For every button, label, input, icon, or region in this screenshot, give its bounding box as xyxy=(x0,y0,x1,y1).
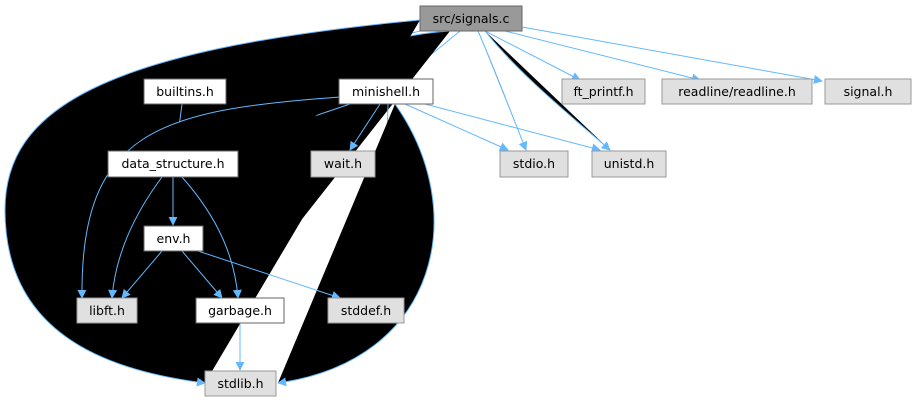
node-label: stdlib.h xyxy=(217,376,263,391)
node-label: stdio.h xyxy=(513,156,555,171)
node-label: data_structure.h xyxy=(121,156,224,171)
node-stddef-h: stddef.h xyxy=(327,297,405,324)
node-label: env.h xyxy=(157,231,191,246)
node-unistd-h: unistd.h xyxy=(591,150,667,178)
node-minishell-h[interactable]: minishell.h xyxy=(338,78,434,105)
node-label: garbage.h xyxy=(208,303,272,318)
node-src-signals-c[interactable]: src/signals.c xyxy=(419,5,523,32)
edge-env-to-garbage xyxy=(181,250,223,299)
node-readline-readline-h: readline/readline.h xyxy=(661,78,813,105)
edge-signals-to-ft-printf xyxy=(484,30,581,81)
node-ft-printf-h: ft_printf.h xyxy=(561,78,646,105)
node-label: builtins.h xyxy=(156,84,214,99)
edge-minishell-to-wait xyxy=(349,103,381,151)
node-label: unistd.h xyxy=(604,156,655,171)
node-label: libft.h xyxy=(89,303,125,318)
node-builtins-h[interactable]: builtins.h xyxy=(143,78,227,105)
edge-env-to-libft xyxy=(121,250,163,299)
node-stdlib-h: stdlib.h xyxy=(204,370,277,397)
edge-signals-to-stdio xyxy=(477,30,528,151)
edge-data-structure-to-garbage xyxy=(181,176,242,299)
node-signal-h: signal.h xyxy=(824,78,912,105)
node-label: stddef.h xyxy=(341,303,391,318)
edge-data-structure-to-libft xyxy=(108,176,163,299)
node-label: ft_printf.h xyxy=(573,84,633,99)
node-label: readline/readline.h xyxy=(678,84,796,99)
edge-signals-to-readline xyxy=(504,30,701,83)
edge-minishell-to-stdio xyxy=(404,103,509,151)
node-stdio-h: stdio.h xyxy=(499,150,569,178)
node-wait-h: wait.h xyxy=(310,150,376,178)
edge-minishell-to-unistd xyxy=(424,103,601,153)
node-label: signal.h xyxy=(844,84,893,99)
node-label: src/signals.c xyxy=(433,11,510,26)
edge-signals-to-unistd xyxy=(484,30,611,151)
dependency-edges xyxy=(4,19,823,387)
node-label: minishell.h xyxy=(352,84,420,99)
node-libft-h: libft.h xyxy=(76,297,138,324)
node-data-structure-h[interactable]: data_structure.h xyxy=(107,150,239,178)
node-garbage-h[interactable]: garbage.h xyxy=(195,297,285,324)
edge-signals-to-signal xyxy=(521,26,823,84)
edge-env-to-stddef xyxy=(197,250,341,300)
node-label: wait.h xyxy=(324,156,362,171)
node-env-h[interactable]: env.h xyxy=(143,225,204,252)
